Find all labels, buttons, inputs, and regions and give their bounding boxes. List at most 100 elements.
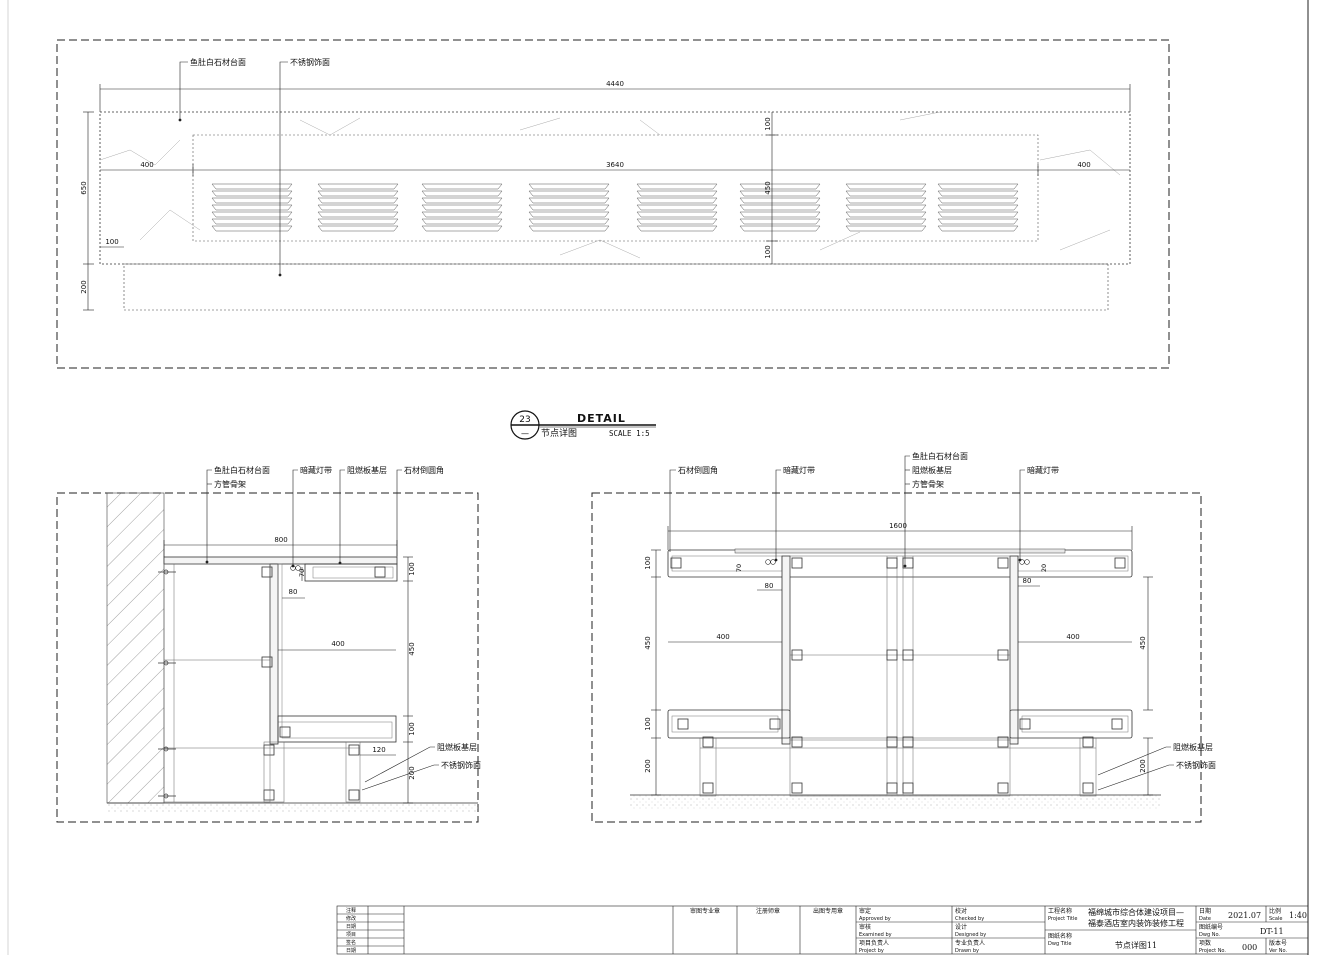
tb-scale-label-en: Scale — [1269, 916, 1282, 922]
rs-callout-board: 阻燃板基层 — [912, 465, 952, 475]
inner-recess-outline — [192, 134, 1039, 242]
louver-slat — [937, 183, 1019, 190]
rs-dim-width: 1600 — [889, 522, 907, 530]
louver-slat — [845, 218, 927, 225]
dim-overall: 4440 — [606, 80, 624, 88]
tb-dwg-no: DT-11 — [1260, 927, 1284, 936]
louver-slat — [528, 197, 610, 204]
ls-callout-bottom-steel: 不锈钢饰面 — [441, 760, 481, 770]
base-outline — [123, 263, 1109, 311]
louver-slat — [421, 204, 503, 211]
louver-slat — [739, 211, 821, 218]
louver-slat — [739, 183, 821, 190]
ls-dim-top: 100 — [408, 562, 416, 575]
louver-slat — [317, 183, 399, 190]
dim-base: 200 — [80, 280, 88, 293]
tb-stamp-engineer: 注册师章 — [756, 907, 780, 915]
louver-groups — [211, 183, 1019, 232]
tb-rev-4: 签名 — [346, 939, 356, 946]
ls-dim-shelf: 400 — [331, 640, 344, 648]
plan-callout-stone: 鱼肚白石材台面 — [190, 57, 246, 67]
wall-hatch — [106, 492, 165, 804]
louver-slat — [211, 204, 293, 211]
tb-ver-label: 版本号 — [1269, 939, 1287, 947]
rs-callout-stone: 鱼肚白石材台面 — [912, 451, 968, 461]
louver-slat — [211, 218, 293, 225]
tb-discipline-leader-en: Drawn by — [955, 948, 979, 954]
ls-dim-lower: 100 — [408, 722, 416, 735]
ls-dim-120: 120 — [372, 746, 385, 754]
tb-rev-5: 日期 — [346, 948, 356, 954]
louver-slat — [636, 211, 718, 218]
ls-dim-base: 200 — [408, 766, 416, 779]
plan-callout-steel: 不锈钢饰面 — [290, 57, 330, 67]
louver-slat — [937, 197, 1019, 204]
rs-dim-20: 20 — [1040, 564, 1048, 572]
rs-dim-top: 100 — [644, 556, 652, 569]
right-section: 1600 100 70 80 400 400 450 450 100 200 2… — [591, 451, 1216, 823]
louver-slat — [636, 204, 718, 211]
tb-date-label: 日期 — [1199, 907, 1211, 915]
rs-callout-bottom-steel: 不锈钢饰面 — [1176, 760, 1216, 770]
rs-dim-base-right: 200 — [1139, 759, 1147, 772]
tb-rev-1: 修改 — [346, 915, 356, 922]
detail-sub: — — [521, 429, 529, 438]
plan-view: 4440 400 3640 400 650 100 200 100 450 10… — [56, 39, 1170, 369]
tb-project-title-label: 工程名称 — [1048, 907, 1072, 915]
louver-slat — [845, 204, 927, 211]
tb-dwg-no-label-en: Dwg No. — [1199, 932, 1220, 938]
rs-dim-shelf-left: 400 — [716, 633, 729, 641]
louver-slat — [937, 218, 1019, 225]
ls-dim-gap: 450 — [408, 642, 416, 655]
tb-drawing-title-label-en: Dwg Title — [1048, 941, 1071, 947]
dim-edge: 100 — [105, 238, 118, 246]
louver-slat — [845, 211, 927, 218]
louver-slat — [211, 183, 293, 190]
tb-designed: 设计 — [955, 923, 967, 931]
louver-slat — [636, 197, 718, 204]
rs-dim-gap-right: 450 — [1139, 636, 1147, 649]
tb-designed-en: Designed by — [955, 932, 986, 938]
tb-proj-no: 000 — [1242, 943, 1257, 952]
rs-callout-frame: 方管骨架 — [912, 479, 944, 489]
dim-bottom-band: 100 — [764, 245, 772, 258]
dim-top-band: 100 — [764, 117, 772, 130]
louver-slat — [317, 218, 399, 225]
louver-slat — [937, 204, 1019, 211]
ls-dim-70: 70 — [298, 569, 306, 577]
rs-dim-70: 70 — [735, 564, 743, 572]
louver-slat — [636, 225, 718, 232]
ls-callout-round: 石材倒圆角 — [404, 465, 444, 475]
louver-slat — [739, 204, 821, 211]
tb-proj-no-label: 项数 — [1199, 939, 1211, 947]
louver-slat — [739, 190, 821, 197]
ls-callout-stone: 鱼肚白石材台面 — [214, 465, 270, 475]
louver-slat — [528, 211, 610, 218]
tb-stamp-issue: 出图专用章 — [813, 907, 843, 915]
louver-slat — [528, 204, 610, 211]
rs-dim-base-left: 200 — [644, 759, 652, 772]
tb-project-title-label-en: Project Title — [1048, 916, 1077, 922]
detail-heading: DETAIL — [577, 412, 626, 425]
tb-project-title-2: 福泰酒店室内装饰装修工程 — [1088, 918, 1184, 928]
louver-slat — [421, 183, 503, 190]
louver-slat — [528, 218, 610, 225]
tb-dwg-no-label: 图纸编号 — [1199, 923, 1223, 931]
rs-callout-led-right: 暗藏灯带 — [1027, 465, 1059, 475]
left-section-frame — [56, 492, 479, 823]
louver-slat — [528, 225, 610, 232]
louver-slat — [845, 190, 927, 197]
tb-rev-2: 日期 — [346, 924, 356, 930]
dim-right: 400 — [1077, 161, 1090, 169]
louver-slat — [317, 225, 399, 232]
louver-slat — [528, 183, 610, 190]
tb-stamp-review: 审图专业章 — [690, 907, 720, 915]
tb-drawing-title-label: 图纸名称 — [1048, 932, 1072, 940]
louver-slat — [421, 197, 503, 204]
louver-slat — [421, 218, 503, 225]
detail-subtitle: 节点详图 — [541, 427, 577, 439]
rs-dim-80: 80 — [765, 582, 774, 590]
tb-rev-0: 注释 — [346, 907, 356, 914]
tb-checked: 校对 — [955, 907, 967, 915]
